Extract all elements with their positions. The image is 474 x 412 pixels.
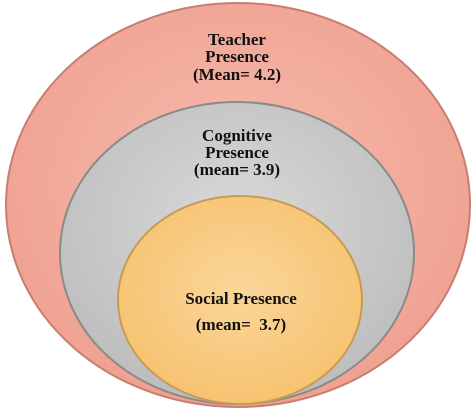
cognitive-presence-title: Cognitive bbox=[202, 126, 272, 145]
teacher-presence-subtitle: Presence bbox=[205, 47, 269, 66]
social-presence-mean: (mean= 3.7) bbox=[196, 315, 286, 334]
teacher-presence-title: Teacher bbox=[208, 30, 266, 49]
cognitive-presence-mean: (mean= 3.9) bbox=[194, 160, 280, 179]
social-presence-title: Social Presence bbox=[185, 289, 297, 308]
social-presence-circle bbox=[117, 195, 363, 405]
teacher-presence-mean: (Mean= 4.2) bbox=[193, 65, 281, 84]
cognitive-presence-subtitle: Presence bbox=[205, 143, 269, 162]
